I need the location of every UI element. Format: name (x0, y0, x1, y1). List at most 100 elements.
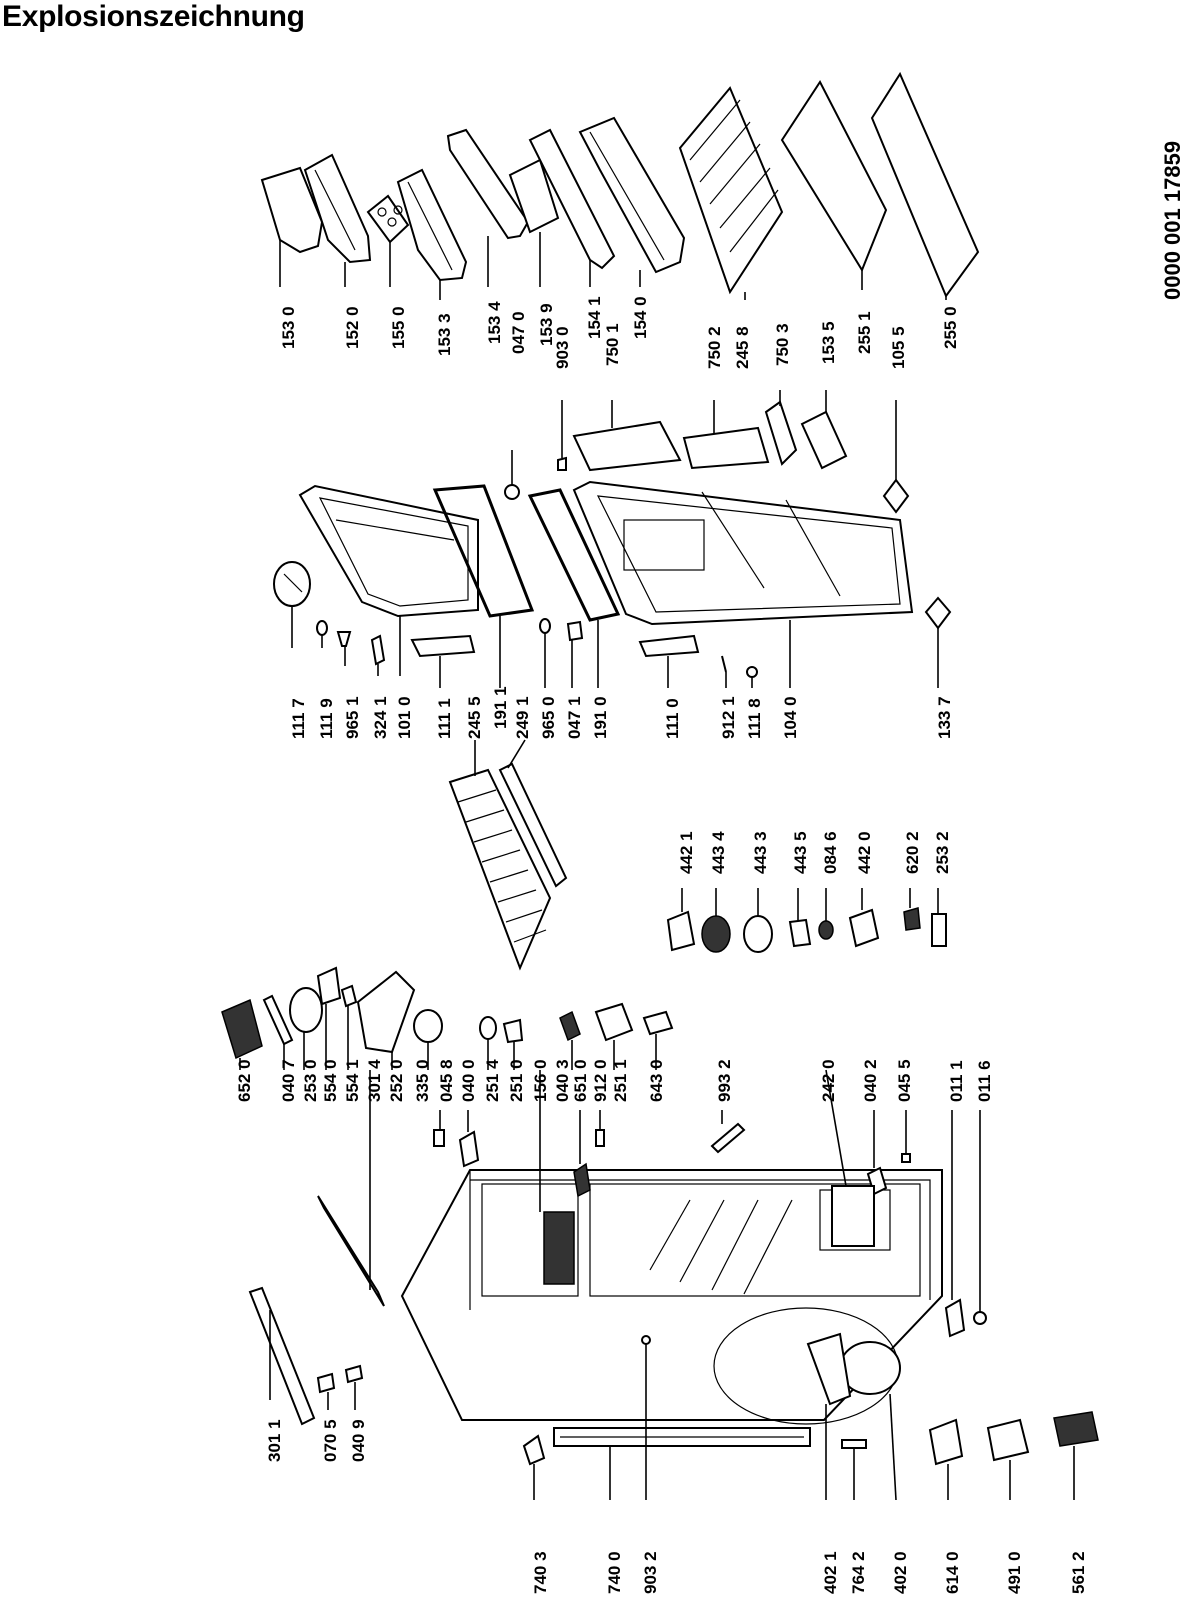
part-drawing-0400 (458, 1130, 480, 1168)
part-drawing-2491 (498, 762, 568, 888)
part-drawing-1539 (508, 158, 560, 234)
part-drawing-9121 (721, 655, 727, 673)
part-drawing-6202 (903, 907, 921, 931)
part-drawing-0455 (901, 1153, 911, 1163)
part-label-0403: 040 3 (553, 1059, 572, 1102)
part-drawing-4434 (701, 915, 731, 953)
part-drawing-4420 (848, 908, 880, 948)
part-label-7502: 750 2 (705, 326, 724, 369)
part-drawing-0470 (504, 484, 520, 500)
part-label-9650: 965 0 (539, 696, 558, 739)
part-drawing-3350 (413, 1009, 443, 1043)
part-drawing-1111 (410, 634, 476, 658)
part-label-2532: 253 2 (933, 831, 952, 874)
part-drawing-7501 (572, 420, 682, 472)
part-label-7501: 750 1 (603, 323, 622, 366)
part-label-6510: 651 0 (571, 1059, 590, 1102)
part-drawing-6510 (559, 1010, 581, 1042)
part-label-4420: 442 0 (855, 831, 874, 874)
part-label-1337: 133 7 (935, 696, 954, 739)
part-label-1110: 111 0 (663, 698, 682, 739)
part-label-9032: 903 2 (641, 1551, 660, 1594)
part-drawing-1541 (528, 128, 616, 270)
part-drawing-1535 (800, 410, 848, 470)
part-label-1534: 153 4 (485, 301, 504, 344)
part-label-7403: 740 3 (531, 1551, 550, 1594)
part-label-9120: 912 0 (591, 1059, 610, 1102)
part-label-7503: 750 3 (773, 323, 792, 366)
part-label-2510: 251 0 (507, 1059, 526, 1102)
part-drawing-5541 (340, 984, 358, 1008)
part-label-0407: 040 7 (279, 1059, 298, 1102)
part-drawing-9932 (710, 1122, 746, 1154)
part-drawing-5612 (1053, 1411, 1099, 1447)
part-drawing-2551 (780, 80, 888, 273)
part-label-0458: 045 8 (437, 1059, 456, 1102)
part-drawing-1110 (638, 634, 700, 658)
part-drawing-2511 (594, 1002, 634, 1042)
part-drawing-2530 (289, 987, 323, 1033)
part-drawing-0409 (344, 1364, 364, 1384)
part-label-0116: 011 6 (975, 1060, 994, 1102)
part-drawing-4433 (743, 915, 773, 953)
part-label-1535: 153 5 (819, 321, 838, 364)
part-label-0470: 047 0 (509, 311, 528, 354)
part-label-0705: 070 5 (321, 1419, 340, 1462)
part-drawing-9032 (641, 1335, 651, 1345)
part-label-0846: 084 6 (821, 831, 840, 874)
part-label-6202: 620 2 (903, 831, 922, 874)
part-label-2530: 253 0 (301, 1059, 320, 1102)
part-label-5612: 561 2 (1069, 1551, 1088, 1594)
part-label-7400: 740 0 (605, 1551, 624, 1594)
part-drawing-1560 (543, 1211, 575, 1285)
part-drawing-1910 (527, 488, 621, 622)
part-drawing-1118 (746, 666, 758, 678)
part-label-2551: 255 1 (855, 311, 874, 354)
part-drawing-0111 (944, 1298, 966, 1338)
part-label-1119: 111 9 (317, 698, 336, 739)
part-drawing-7503 (764, 400, 798, 466)
part-drawing-1010 (298, 484, 479, 618)
part-label-1539: 153 9 (537, 303, 556, 346)
part-drawing-9651 (336, 631, 352, 647)
part-drawing-9030 (557, 456, 567, 471)
part-label-1117: 111 7 (289, 698, 308, 739)
part-drawing-2510 (502, 1018, 524, 1044)
page-title: Explosionszeichnung (2, 0, 305, 33)
part-drawing-0458 (433, 1129, 445, 1147)
part-label-1530: 153 0 (279, 306, 298, 349)
part-label-0455: 045 5 (895, 1059, 914, 1102)
part-drawing-2520 (356, 970, 416, 1054)
part-label-9121: 912 1 (719, 696, 738, 739)
part-drawing-6430 (642, 1010, 674, 1036)
part-drawing-1119 (316, 620, 328, 636)
part-drawing-0846 (818, 920, 834, 940)
part-drawing-3014 (317, 1195, 385, 1307)
part-label-3350: 335 0 (413, 1059, 432, 1102)
part-label-5541: 554 1 (343, 1059, 362, 1102)
part-label-4433: 443 3 (751, 831, 770, 874)
part-label-2420: 242 0 (819, 1059, 838, 1102)
part-label-1533: 153 3 (435, 313, 454, 356)
part-drawing-9120 (595, 1129, 605, 1147)
part-label-9651: 965 1 (343, 696, 362, 739)
part-drawing-3241 (370, 634, 386, 666)
part-label-4434: 443 4 (709, 831, 728, 874)
part-drawing-1337 (924, 596, 952, 630)
part-drawing-4421 (666, 910, 696, 952)
part-label-1111: 111 1 (435, 698, 454, 739)
part-drawing-2550 (870, 71, 980, 299)
part-drawing-2514 (479, 1016, 497, 1040)
part-drawing-4435 (788, 918, 812, 948)
part-label-3011: 301 1 (265, 1419, 284, 1462)
part-label-0409: 040 9 (349, 1419, 368, 1462)
part-label-1541: 154 1 (585, 296, 604, 339)
part-drawing-7403 (522, 1434, 546, 1466)
part-label-1910: 191 0 (591, 696, 610, 739)
part-label-4435: 443 5 (791, 831, 810, 874)
doors-group (273, 390, 952, 971)
part-drawing-7502 (682, 426, 770, 470)
part-label-3014: 301 4 (365, 1059, 384, 1102)
